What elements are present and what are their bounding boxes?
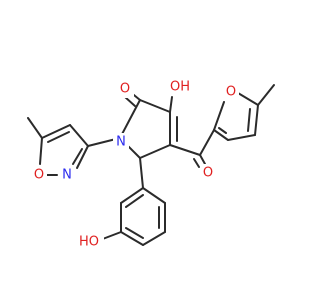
bond-c4-c5 <box>139 144 171 159</box>
bond-ph-3 <box>142 231 166 246</box>
ketone-oxygen-label: O <box>120 82 130 97</box>
bond-isox-c3-n-double <box>72 148 83 165</box>
hydroxyl-bottom-label: HO <box>79 235 99 250</box>
bond-isox-c3-n <box>76 145 89 169</box>
bond-ph-6-double <box>125 194 144 208</box>
bond-ph-6 <box>120 187 144 204</box>
bond-furan-c3-c2 <box>213 129 229 141</box>
bond-isox-o-c5 <box>39 137 43 165</box>
ring-nitrogen-label: N <box>116 135 126 150</box>
bonds <box>27 84 275 246</box>
bond-furan-c5-c4-double <box>247 108 251 132</box>
bond-isox-c5-c4-double <box>47 131 70 143</box>
bond-ph-4-double <box>125 227 144 239</box>
atom-labels: OH O N O N O O HO <box>31 78 239 251</box>
bond-furan-methyl <box>257 84 275 106</box>
bond-carbonyl-o-a <box>199 154 206 165</box>
molecule-structure: OH O N O N O O HO <box>27 78 275 251</box>
bond-isox-c5-c4 <box>41 124 71 139</box>
bond-c2-c3 <box>139 99 171 113</box>
bond-furan-c5-c4 <box>254 104 259 136</box>
furan-oxygen-label: O <box>226 85 236 100</box>
bond-furan-c4-c3 <box>227 134 256 141</box>
bond-furan-c2-o <box>213 101 225 131</box>
bond-furan-c3-c2-double <box>218 127 227 134</box>
bond-c4-carbonyl <box>169 144 201 156</box>
bond-isox-methyl <box>27 117 43 139</box>
bond-ph-1 <box>142 187 166 204</box>
bond-isox-c4-c3 <box>69 124 89 147</box>
bond-n1-c2 <box>119 99 141 139</box>
bond-carbonyl-furan <box>199 129 215 156</box>
bond-furan-o-c5 <box>237 92 259 106</box>
hydroxyl-top-label: OH <box>170 80 190 95</box>
bond-c3-oh <box>169 96 173 113</box>
bond-carbonyl-o-b <box>193 158 200 168</box>
carbonyl-oxygen-label: O <box>203 166 213 181</box>
bond-ketone-b <box>124 96 136 107</box>
bond-ph-4 <box>120 231 144 246</box>
isoxazole-oxygen-label: O <box>34 168 44 183</box>
isoxazole-nitrogen-label: N <box>62 168 72 183</box>
bond-c5-phenyl <box>139 157 144 189</box>
